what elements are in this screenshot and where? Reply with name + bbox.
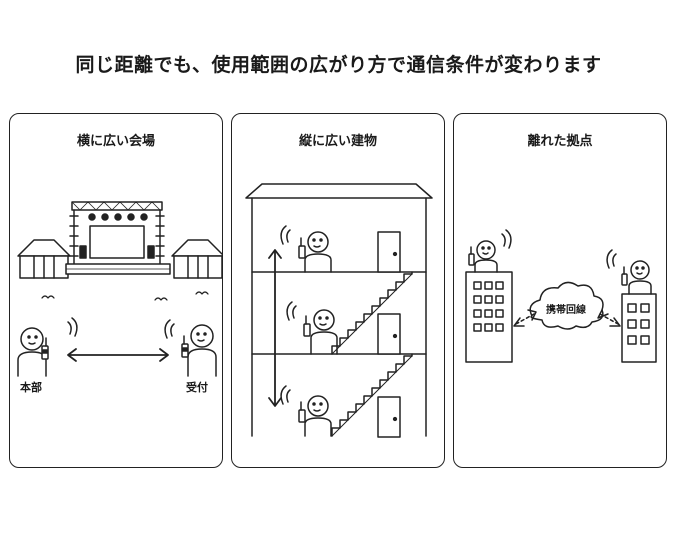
panel-title-wide-venue: 横に広い会場 — [76, 134, 155, 149]
horizontal-double-arrow — [67, 348, 169, 362]
vertical-double-arrow — [268, 249, 282, 407]
panel-title-tall-building: 縦に広い建物 — [298, 134, 377, 149]
dashed-link-left — [513, 309, 537, 327]
cloud-label: 携帯回線 — [546, 305, 586, 316]
person-right-roof-icon — [606, 249, 652, 295]
dashed-link-right — [597, 309, 621, 327]
door-middle — [377, 313, 401, 355]
page-title: 同じ距離でも、使用範囲の広がり方で通信条件が変わります — [75, 54, 602, 76]
person-bottom-floor-icon — [280, 385, 332, 437]
stage-icon — [65, 201, 171, 275]
panel-tall-building: 縦に広い建物 — [231, 113, 445, 468]
panel-title-remote-sites: 離れた拠点 — [527, 134, 593, 149]
person-left-roof-icon — [468, 229, 512, 273]
tall-building-illustration — [245, 183, 433, 438]
label-headquarters: 本部 — [20, 381, 42, 394]
label-reception: 受付 — [186, 381, 208, 394]
left-building-icon — [465, 271, 513, 363]
door-top — [377, 231, 401, 273]
person-right-icon — [181, 324, 217, 377]
person-top-floor-icon — [280, 225, 332, 273]
panel-remote-sites: 離れた拠点 — [453, 113, 667, 468]
roof — [245, 183, 433, 199]
door-bottom — [377, 396, 401, 438]
panel-wide-venue: 横に広い会場 — [9, 113, 223, 468]
person-middle-floor-icon — [286, 301, 338, 355]
person-left-icon — [17, 327, 49, 377]
wide-venue-illustration — [17, 201, 222, 377]
right-tent-icon — [171, 239, 222, 279]
remote-sites-illustration — [465, 229, 657, 363]
left-tent-icon — [17, 239, 71, 279]
right-building-icon — [621, 293, 657, 363]
